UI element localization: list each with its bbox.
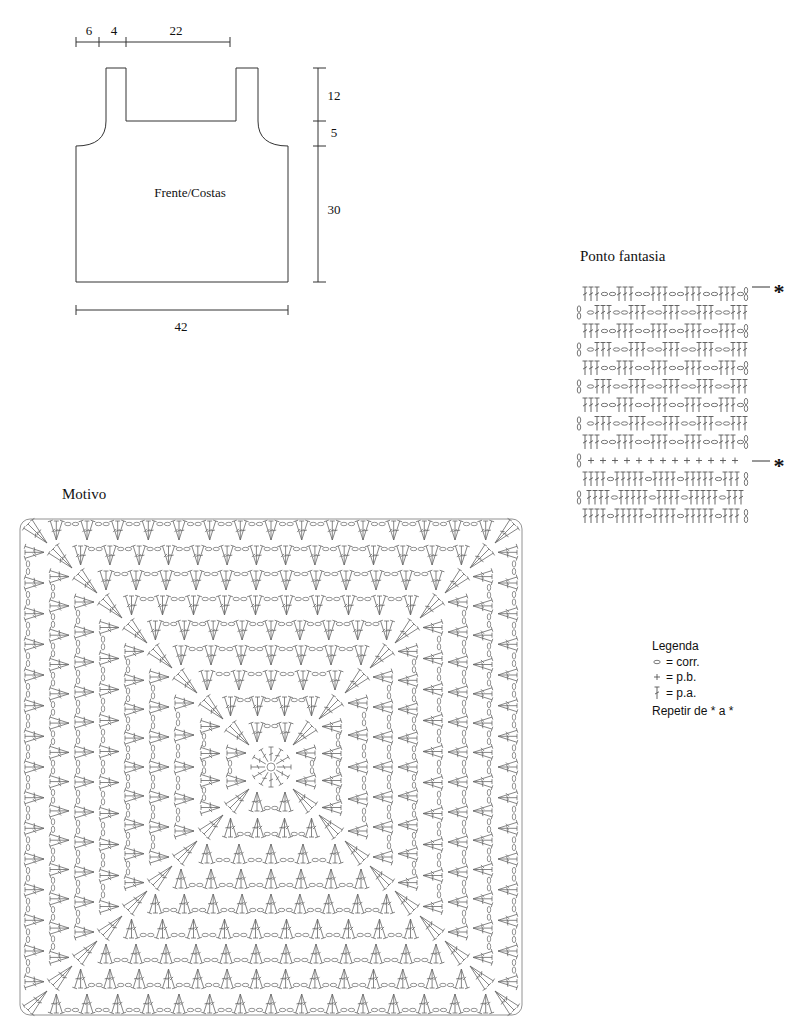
legend-note: Repetir de * a *	[652, 704, 733, 718]
legend-text: = corr.	[666, 655, 700, 669]
single-crochet-symbols	[588, 458, 738, 681]
dimension-line	[99, 37, 100, 47]
dimension-line	[318, 68, 319, 282]
dimension-line	[752, 287, 770, 288]
garment-piece: Frente/Costas	[76, 68, 304, 282]
label-holder: 22	[170, 23, 183, 39]
label-holder: 5	[331, 125, 338, 141]
motif-stitches	[22, 518, 519, 1015]
chart-title: Ponto fantasia	[580, 248, 665, 264]
double-crochet-symbols	[583, 287, 748, 699]
label-holder: 42	[175, 319, 188, 335]
chain-symbols	[577, 287, 747, 663]
dimension-line	[76, 305, 77, 315]
chart-title: Motivo	[62, 486, 106, 502]
dimension-line	[313, 282, 326, 283]
repeat-mark: *	[774, 279, 785, 304]
label-holder: 12	[328, 88, 341, 104]
repeat-mark: *	[774, 453, 785, 478]
dimension: 22	[170, 23, 183, 38]
label-holder: 6	[86, 23, 93, 39]
dimension: 4	[111, 23, 118, 38]
motif-chart	[20, 518, 522, 1015]
legend-text: = p.a.	[666, 686, 696, 700]
dimension-line	[313, 121, 326, 122]
label-holder: Ponto fantasia	[580, 247, 665, 265]
legend-entry: = corr.	[666, 655, 700, 669]
dimension: 30	[328, 202, 341, 217]
label-holder: Legenda	[652, 639, 699, 653]
motif-border	[20, 519, 522, 1015]
dimension-line	[76, 37, 77, 47]
dimension: 12	[328, 88, 341, 103]
legend-title: Legenda	[652, 639, 699, 653]
label-holder: *	[774, 453, 785, 479]
legend-entry: = p.b.	[666, 670, 696, 684]
garment-outline	[76, 68, 288, 282]
dimension-line	[752, 461, 770, 462]
motif-chains	[26, 522, 515, 1011]
dimension: 5	[331, 125, 338, 140]
garment-outline-path	[76, 68, 288, 282]
stitch-symbols	[577, 287, 747, 699]
legend-text: = p.b.	[666, 670, 696, 684]
label-holder: 30	[328, 202, 341, 218]
dimension-line	[126, 37, 127, 47]
dimension-line	[313, 68, 326, 69]
label-holder: Repetir de * a *	[652, 704, 733, 718]
dimension-line	[313, 146, 326, 147]
label-holder: Motivo	[62, 485, 106, 503]
dimension: 42	[175, 319, 188, 334]
legend-entry: = p.a.	[666, 686, 696, 700]
dimension-line	[288, 305, 289, 315]
dimension-lines	[76, 37, 770, 461]
dimension: 6	[86, 23, 93, 38]
dimension-line	[76, 310, 288, 311]
label-holder: 4	[111, 23, 118, 39]
piece-name: Frente/Costas	[76, 184, 304, 202]
dimension-line	[230, 37, 231, 47]
label-holder: *	[774, 279, 785, 305]
